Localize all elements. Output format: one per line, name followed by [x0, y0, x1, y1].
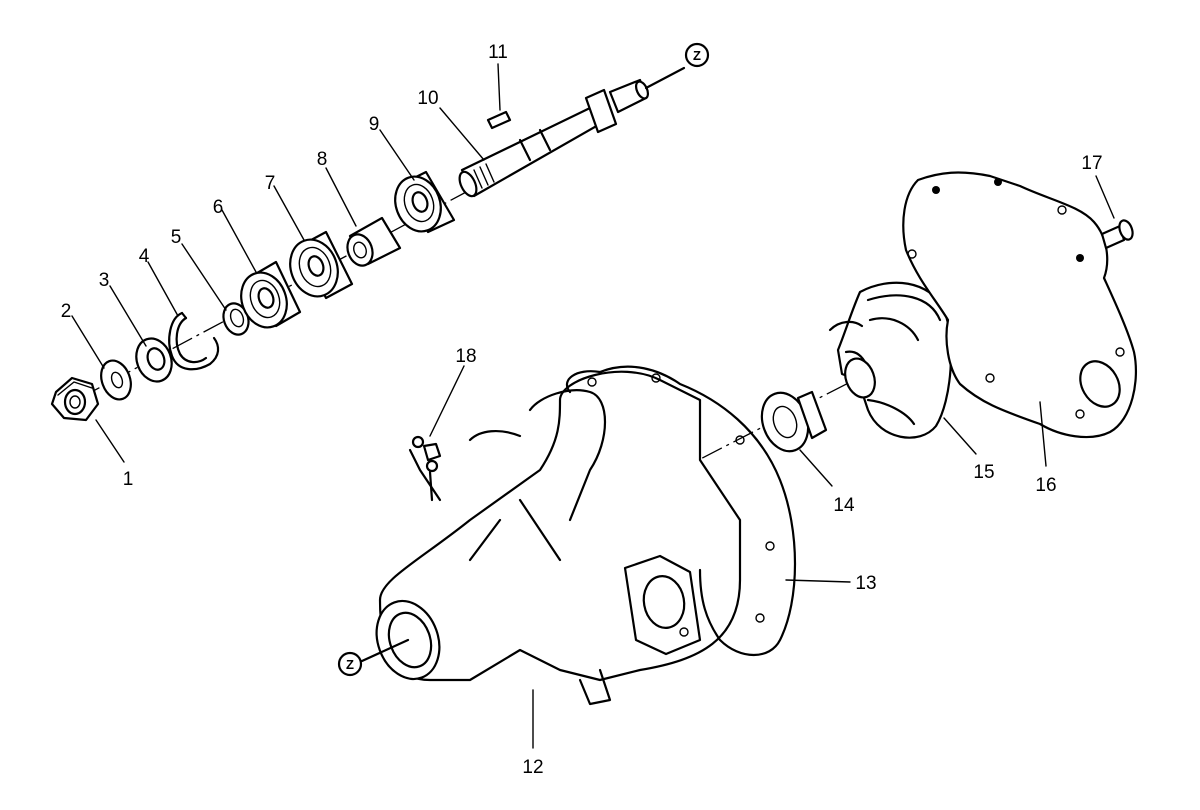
part-14-seal — [760, 390, 828, 453]
part-3-ring — [135, 337, 173, 383]
part-16-back-plate — [902, 171, 1138, 439]
callout-1: 1 — [123, 469, 134, 490]
part-13-gasket — [565, 365, 797, 656]
part-10-shaft — [458, 66, 686, 198]
leader-lines — [71, 63, 1115, 749]
reference-mark-top: Z — [684, 42, 710, 68]
part-9-bearing — [394, 170, 456, 234]
callout-2: 2 — [61, 301, 72, 322]
part-18-fitting — [411, 435, 442, 502]
callout-17: 17 — [1081, 153, 1102, 174]
callout-3: 3 — [99, 270, 110, 291]
callout-13: 13 — [855, 573, 876, 594]
part-4-circlip — [168, 311, 220, 371]
callout-16: 16 — [1035, 475, 1056, 496]
callout-7: 7 — [265, 173, 276, 194]
reference-mark-bottom-label: Z — [346, 657, 354, 672]
callout-12: 12 — [522, 757, 543, 778]
callout-15: 15 — [973, 462, 994, 483]
part-2-washer — [100, 359, 132, 401]
part-17-bolt — [1100, 219, 1134, 250]
callout-14: 14 — [833, 495, 855, 516]
part-15-impeller — [828, 281, 953, 439]
callout-8: 8 — [317, 149, 328, 170]
callout-9: 9 — [369, 114, 380, 135]
callout-5: 5 — [171, 227, 182, 248]
callout-labels: 1 2 3 4 5 6 7 8 9 10 11 12 13 14 15 16 1… — [61, 42, 1103, 778]
part-1-hex-nut — [50, 376, 100, 422]
part-7-bearing — [289, 230, 354, 300]
callout-11: 11 — [488, 42, 508, 63]
reference-mark-top-label: Z — [693, 48, 701, 63]
callout-6: 6 — [213, 197, 224, 218]
part-6-bearing — [240, 260, 302, 329]
reference-mark-bottom: Z — [337, 638, 410, 677]
callout-10: 10 — [417, 88, 438, 109]
part-12-pump-housing — [375, 370, 742, 706]
part-8-spacer — [346, 216, 402, 267]
callout-4: 4 — [139, 246, 150, 267]
callout-18: 18 — [455, 346, 476, 367]
part-11-key — [486, 110, 512, 130]
